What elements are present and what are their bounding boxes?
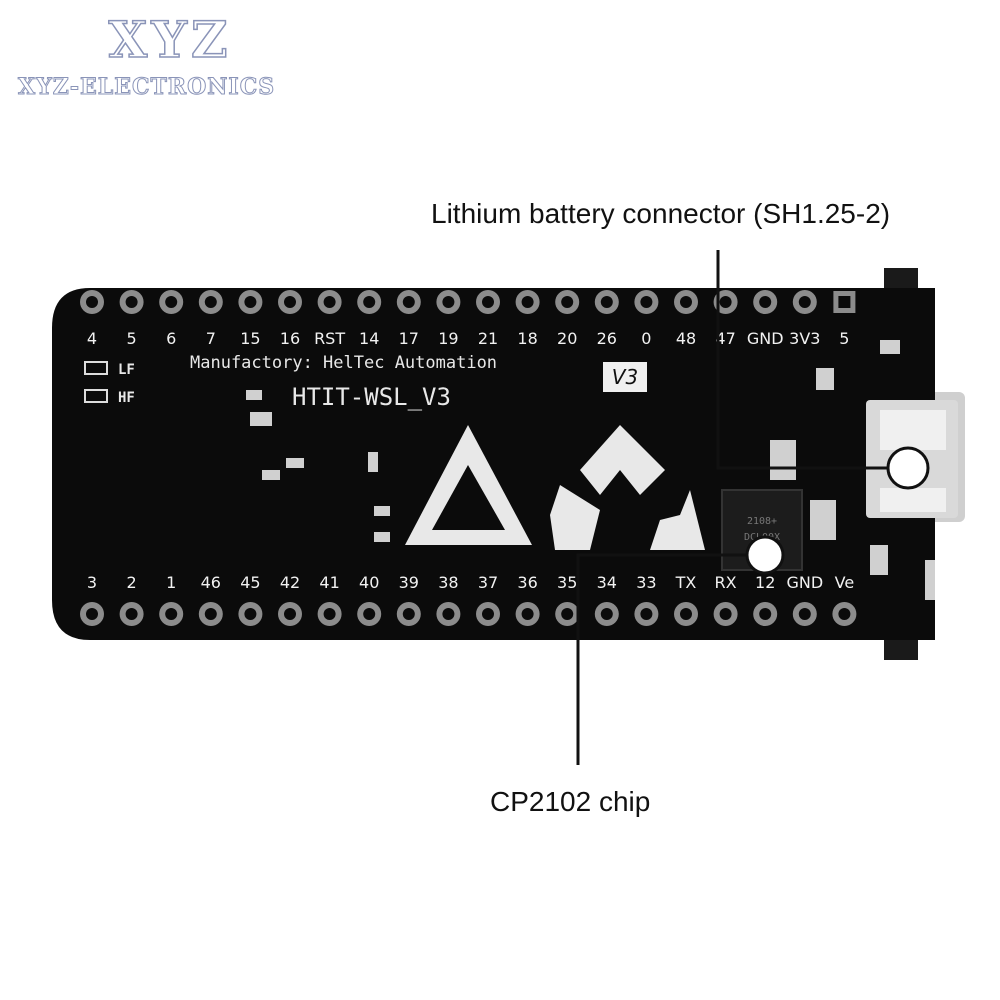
bottom-pin-label: 42 — [280, 573, 300, 592]
button-bottom — [884, 640, 918, 660]
top-pin-label: 48 — [676, 329, 696, 348]
top-pin-label: 0 — [641, 329, 651, 348]
version-badge — [603, 362, 647, 392]
brand-logo: XYZ XYZ-ELECTRONICS — [18, 9, 288, 110]
battery-callout-line — [716, 250, 893, 470]
model-text: HTIT-WSL_V3 — [292, 383, 451, 411]
cp2102-chip-callout: CP2102 chip — [490, 786, 651, 817]
bottom-pin-label: Ve — [835, 573, 855, 592]
lf-label: LF — [118, 362, 135, 378]
top-pin-label: 16 — [280, 329, 300, 348]
bottom-pin-label: 45 — [240, 573, 260, 592]
bottom-pin-header — [80, 602, 857, 626]
bottom-pin-label: TX — [675, 573, 697, 592]
top-pin-label: 6 — [166, 329, 176, 348]
top-pin-labels: 4 5 6 7 15 16 RST 14 17 19 21 18 20 26 0 48 47 GND 3V3 5 — [87, 329, 850, 348]
bottom-pin-label: RX — [715, 573, 737, 592]
top-pin-label: 7 — [206, 329, 216, 348]
top-pin-label: 15 — [240, 329, 260, 348]
logo-main-text: XYZ — [108, 9, 232, 70]
pcb-board — [52, 288, 935, 640]
top-pin-label: 5 — [127, 329, 137, 348]
button-top — [884, 268, 918, 288]
top-pin-label: 18 — [517, 329, 537, 348]
battery-callout-marker — [886, 446, 930, 490]
top-pin-label: 14 — [359, 329, 379, 348]
chip-marking-1: 2108+ — [747, 516, 777, 527]
top-pin-label: 20 — [557, 329, 577, 348]
bottom-pin-label: GND — [786, 573, 823, 592]
top-pin-label: 3V3 — [789, 329, 820, 348]
top-pin-label: 4 — [87, 329, 97, 348]
bottom-pin-label: 37 — [478, 573, 498, 592]
bottom-pin-label: 40 — [359, 573, 379, 592]
top-pin-label: 26 — [597, 329, 617, 348]
top-pin-label: GND — [747, 329, 784, 348]
bottom-pin-label: 3 — [87, 573, 97, 592]
bottom-pin-label: 41 — [319, 573, 339, 592]
battery-connector-callout: Lithium battery connector (SH1.25-2) — [431, 198, 891, 229]
top-pin-label: 5 — [839, 329, 849, 348]
top-pin-label: 17 — [399, 329, 419, 348]
chip-callout-line — [576, 553, 748, 765]
bottom-pin-label: 1 — [166, 573, 176, 592]
top-pin-label: RST — [314, 329, 345, 348]
bottom-pin-label: 34 — [597, 573, 617, 592]
version-text: V3 — [612, 365, 638, 389]
top-pin-label: 21 — [478, 329, 498, 348]
recycle-icon — [550, 425, 705, 550]
bottom-pin-label: 39 — [399, 573, 419, 592]
bottom-pin-label: 46 — [201, 573, 221, 592]
bottom-pin-labels: 3 2 1 46 45 42 41 40 39 38 37 36 35 34 33 TX RX 12 GND Ve — [87, 573, 854, 592]
bottom-pin-label: 38 — [438, 573, 458, 592]
hf-label: HF — [118, 390, 135, 406]
bottom-pin-label: 35 — [557, 573, 577, 592]
chip-callout-marker — [745, 535, 785, 575]
top-pin-label: 19 — [438, 329, 458, 348]
bottom-pin-label: 12 — [755, 573, 775, 592]
top-pin-label: 47 — [715, 329, 735, 348]
top-pin-header — [80, 290, 856, 314]
bottom-pin-label: 36 — [517, 573, 537, 592]
manufactory-text: Manufactory: HelTec Automation — [190, 353, 497, 373]
bottom-pin-label: 33 — [636, 573, 656, 592]
bottom-pin-label: 2 — [127, 573, 137, 592]
logo-sub-text: XYZ-ELECTRONICS — [18, 74, 276, 101]
